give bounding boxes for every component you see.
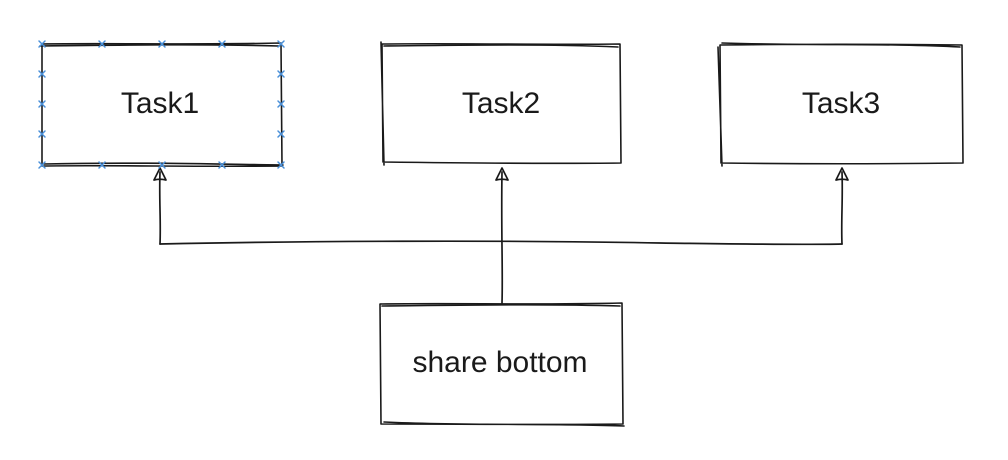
share-bottom-node[interactable] — [379, 302, 625, 427]
selection-handle[interactable] — [98, 40, 106, 48]
selection-handle[interactable] — [38, 161, 46, 169]
selection-handle[interactable] — [158, 40, 166, 48]
selection-handle[interactable] — [98, 161, 106, 169]
arrowhead-task1 — [153, 167, 167, 181]
selection-handle[interactable] — [277, 40, 285, 48]
selection-handle[interactable] — [277, 161, 285, 169]
selection-handle[interactable] — [218, 40, 226, 48]
connector-bus — [159, 240, 843, 246]
selection-handle[interactable] — [38, 100, 46, 108]
task2-label: Task2 — [461, 87, 541, 120]
selection-handle[interactable] — [38, 130, 46, 138]
connector-branch-task3 — [840, 171, 844, 245]
share-bottom-box-outline[interactable] — [379, 302, 625, 427]
task2-node[interactable] — [380, 41, 622, 166]
task1-selection-handles[interactable] — [38, 40, 285, 169]
arrowhead-task3 — [835, 167, 849, 181]
task3-box-outline[interactable] — [717, 42, 964, 167]
selection-handle[interactable] — [38, 40, 46, 48]
selection-handle[interactable] — [158, 161, 166, 169]
selection-handle[interactable] — [277, 100, 285, 108]
selection-handle[interactable] — [277, 130, 285, 138]
selection-handle[interactable] — [277, 70, 285, 78]
share-bottom-label: share bottom — [412, 346, 588, 379]
connector-trunk — [500, 171, 504, 304]
task3-node[interactable] — [717, 42, 964, 167]
arrowhead-task2 — [495, 167, 509, 181]
connectors — [153, 167, 849, 304]
task3-label: Task3 — [801, 87, 881, 120]
task2-box-outline[interactable] — [380, 41, 622, 166]
task1-label: Task1 — [120, 87, 200, 120]
connector-branch-task1 — [158, 171, 162, 245]
selection-handle[interactable] — [218, 161, 226, 169]
selection-handle[interactable] — [38, 70, 46, 78]
